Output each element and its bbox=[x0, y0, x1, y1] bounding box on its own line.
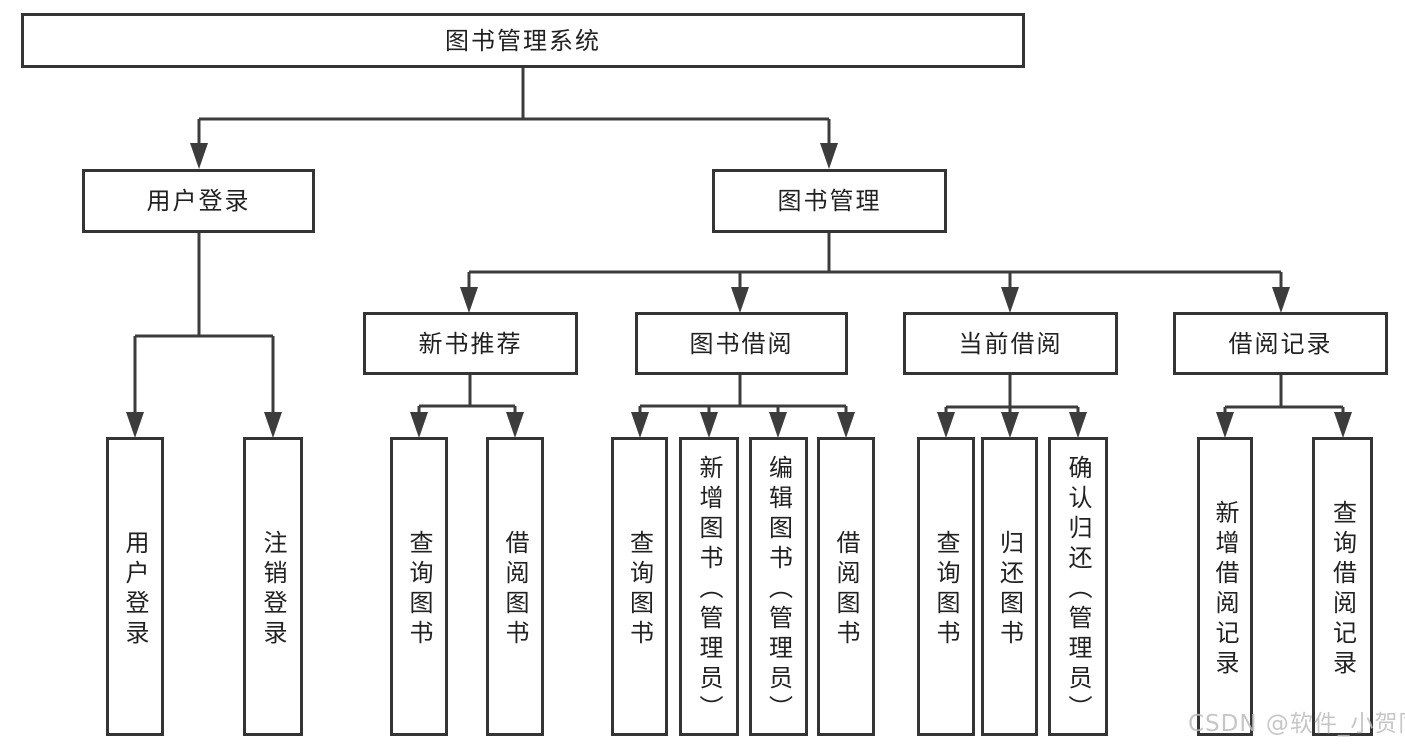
arrowhead-icon bbox=[190, 143, 208, 169]
arrowhead-icon bbox=[1272, 287, 1290, 313]
leaf-label: 编辑图书（管理员） bbox=[764, 454, 793, 725]
node-label: 图书借阅 bbox=[689, 329, 794, 358]
arrowhead-icon bbox=[1001, 412, 1019, 438]
node-new-book-recommendation: 新书推荐 bbox=[363, 312, 578, 375]
arrowhead-icon bbox=[700, 412, 718, 438]
arrowhead-icon bbox=[506, 412, 524, 438]
node-label: 新书推荐 bbox=[418, 329, 523, 358]
leaf-current-return-books: 归还图书 bbox=[981, 437, 1038, 736]
leaf-label: 确认归还（管理员） bbox=[1064, 454, 1092, 725]
leaf-borrowing-borrow-books: 借阅图书 bbox=[817, 437, 875, 736]
arrowhead-icon bbox=[769, 412, 787, 438]
leaf-user-login: 用户登录 bbox=[106, 437, 164, 736]
leaf-newrec-query-books: 查询图书 bbox=[390, 437, 448, 736]
arrowhead-icon bbox=[631, 412, 649, 438]
arrowhead-icon bbox=[1334, 412, 1352, 438]
arrowhead-icon bbox=[820, 143, 838, 169]
node-book-borrowing: 图书借阅 bbox=[635, 312, 848, 375]
node-current-borrowing: 当前借阅 bbox=[903, 312, 1118, 375]
arrowhead-icon bbox=[126, 412, 144, 438]
leaf-label: 查询借阅记录 bbox=[1328, 499, 1357, 680]
leaf-label: 查询图书 bbox=[405, 529, 433, 650]
leaf-logout: 注销登录 bbox=[243, 437, 303, 736]
arrowhead-icon bbox=[1216, 412, 1234, 438]
leaf-label: 借阅图书 bbox=[832, 529, 860, 650]
node-library-management-system: 图书管理系统 bbox=[21, 13, 1025, 68]
leaf-label: 查询图书 bbox=[625, 529, 654, 650]
leaf-label: 新增借阅记录 bbox=[1211, 499, 1239, 680]
node-user-login: 用户登录 bbox=[82, 169, 315, 233]
node-borrowing-records: 借阅记录 bbox=[1173, 312, 1388, 375]
csdn-watermark: CSDN @软件_小贺同学 bbox=[1188, 711, 1405, 737]
leaf-current-confirm-return-admin: 确认归还（管理员） bbox=[1048, 437, 1108, 736]
arrowhead-icon bbox=[837, 412, 855, 438]
leaf-borrowing-edit-books-admin: 编辑图书（管理员） bbox=[749, 437, 808, 736]
leaf-current-query-books: 查询图书 bbox=[917, 437, 975, 736]
node-label: 图书管理 bbox=[777, 187, 882, 215]
node-label: 借阅记录 bbox=[1228, 329, 1333, 358]
leaf-newrec-borrow-books: 借阅图书 bbox=[486, 437, 544, 736]
leaf-label: 用户登录 bbox=[121, 529, 149, 650]
leaf-label: 查询图书 bbox=[932, 529, 960, 650]
node-label: 图书管理系统 bbox=[445, 26, 601, 55]
leaf-label: 注销登录 bbox=[259, 529, 287, 650]
node-book-management: 图书管理 bbox=[712, 169, 947, 233]
arrowhead-icon bbox=[264, 412, 282, 438]
node-label: 用户登录 bbox=[146, 187, 251, 215]
leaf-label: 新增图书（管理员） bbox=[695, 454, 723, 725]
leaf-borrowing-query-books: 查询图书 bbox=[611, 437, 668, 736]
leaf-borrowing-add-books-admin: 新增图书（管理员） bbox=[679, 437, 739, 736]
arrowhead-icon bbox=[460, 287, 478, 313]
leaf-label: 归还图书 bbox=[995, 529, 1024, 650]
arrowhead-icon bbox=[410, 412, 428, 438]
arrowhead-icon bbox=[1001, 287, 1019, 313]
leaf-records-query-borrow-record: 查询借阅记录 bbox=[1312, 437, 1373, 736]
arrowhead-icon bbox=[937, 412, 955, 438]
node-label: 当前借阅 bbox=[958, 329, 1063, 358]
arrowhead-icon bbox=[1069, 412, 1087, 438]
leaf-records-add-borrow-record: 新增借阅记录 bbox=[1197, 437, 1253, 736]
leaf-label: 借阅图书 bbox=[501, 529, 529, 650]
arrowhead-icon bbox=[731, 287, 749, 313]
